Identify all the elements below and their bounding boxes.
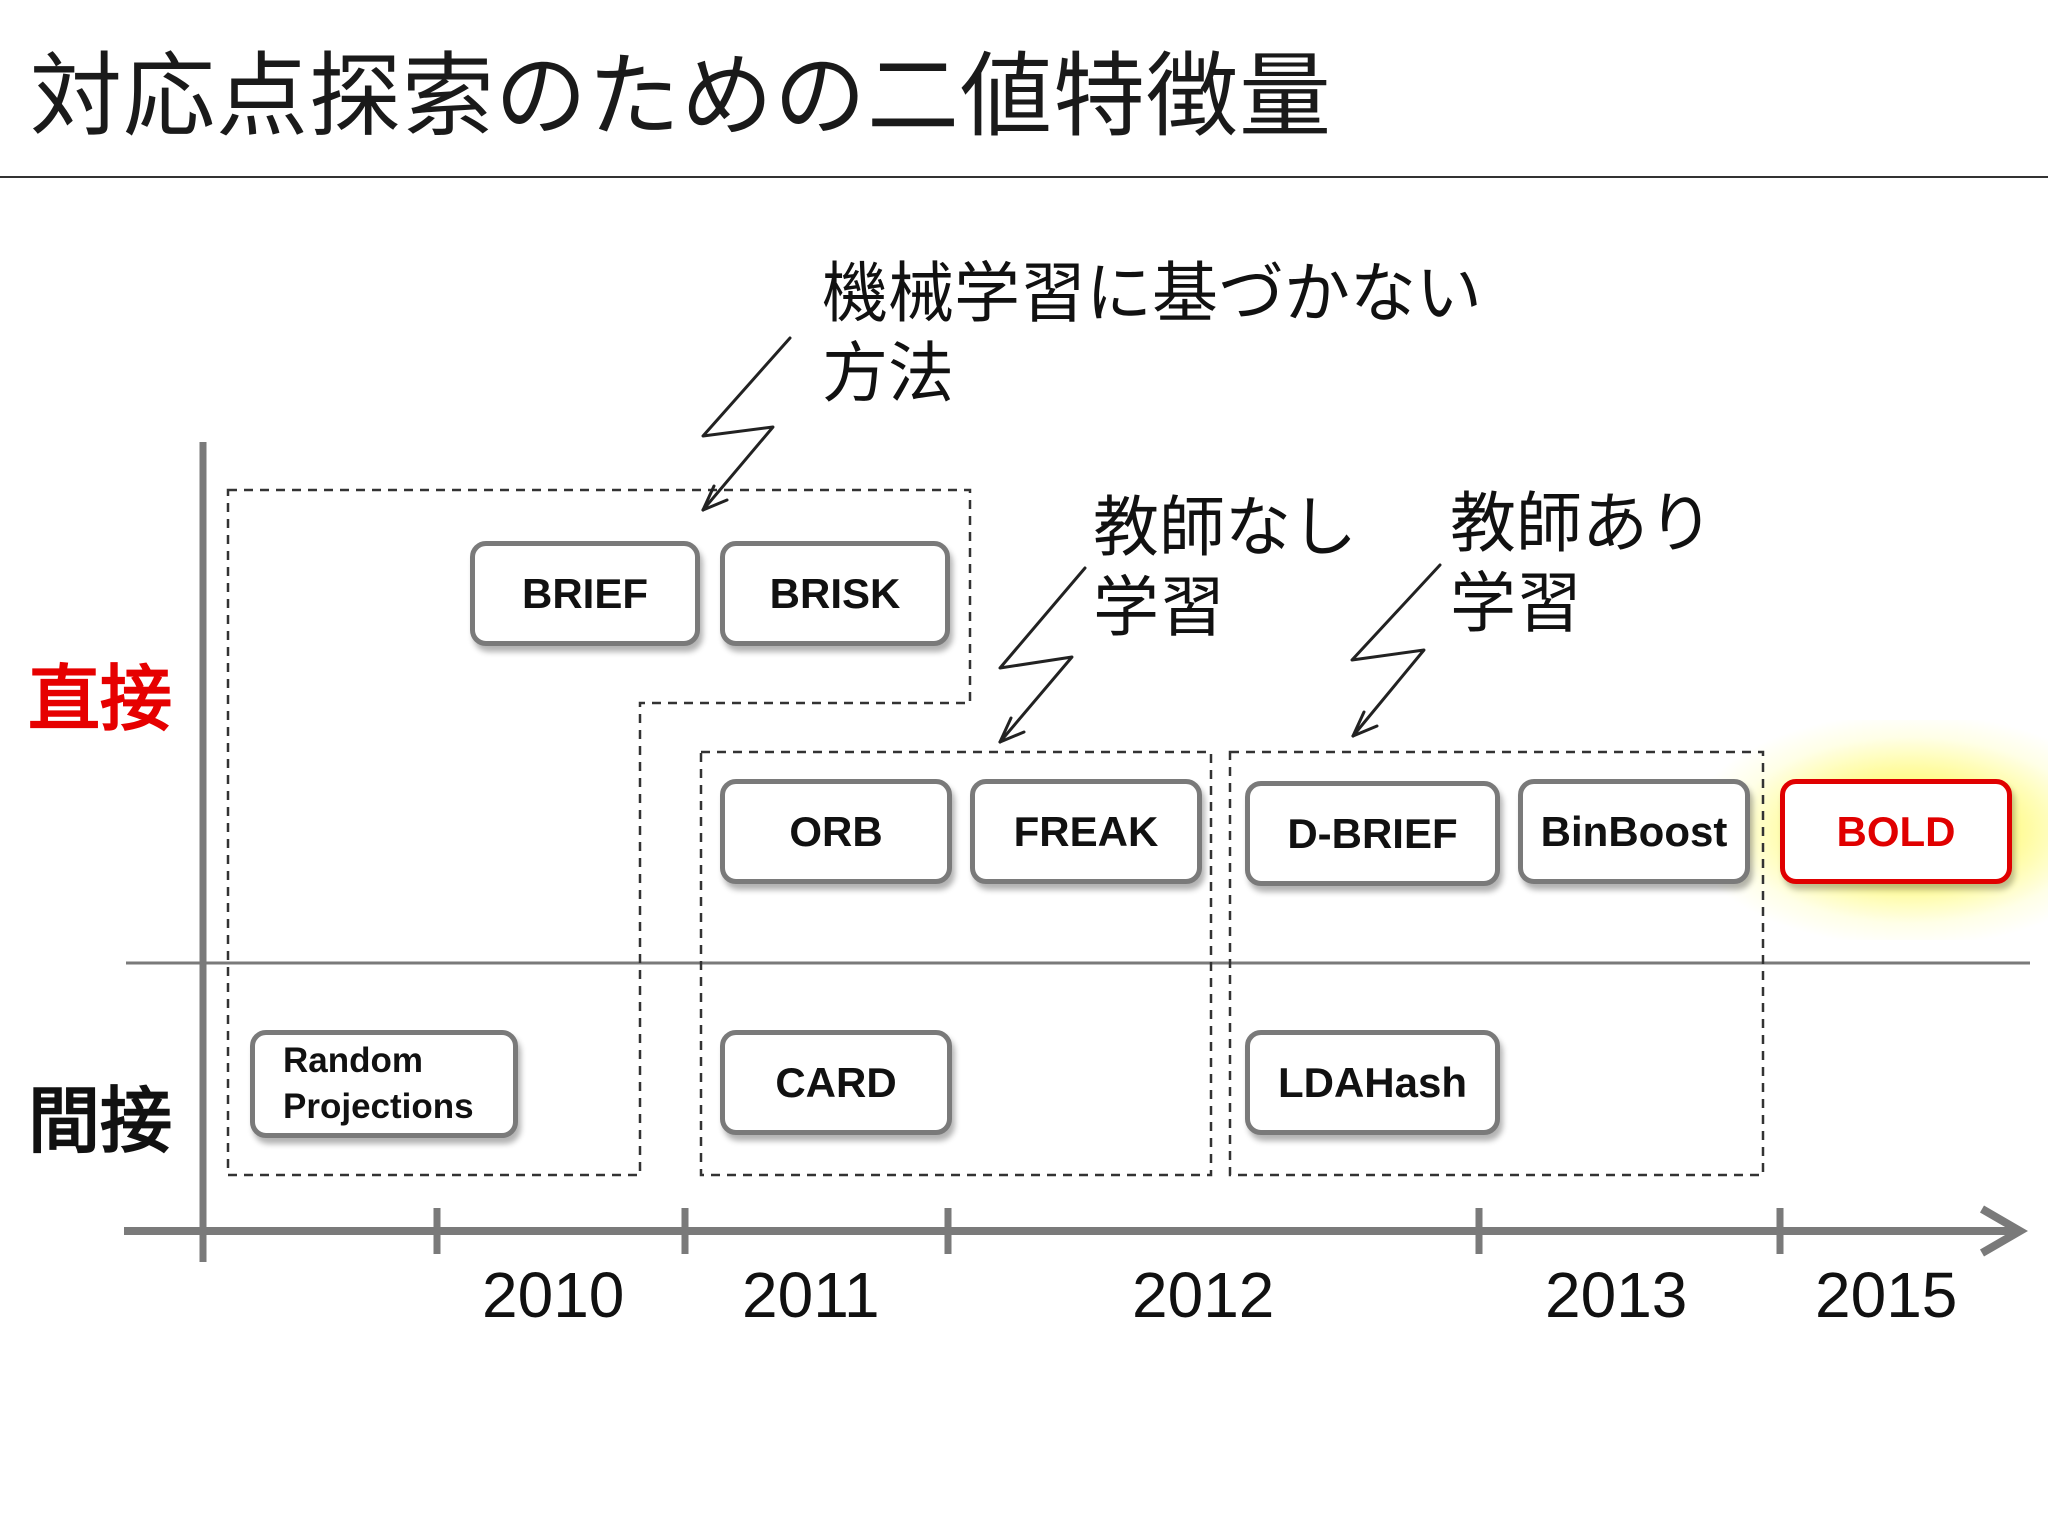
method-random-projections-line2: Projections <box>283 1087 474 1126</box>
method-box-freak: FREAK <box>970 779 1202 884</box>
annotation-non-learning-line1: 機械学習に基づかない <box>822 255 1482 332</box>
annotation-unsupervised-line2: 学習 <box>1093 569 1225 646</box>
supervised-region <box>1228 750 1765 1177</box>
annotation-unsupervised-line1: 教師なし <box>1093 489 1357 566</box>
method-box-random-projections: Random Projections <box>250 1030 518 1138</box>
row-label-indirect: 間接 <box>28 1079 173 1163</box>
row-label-direct: 直接 <box>28 657 173 741</box>
unsupervised-region <box>699 750 1213 1177</box>
year-label-2011: 2011 <box>742 1259 880 1331</box>
method-box-orb: ORB <box>720 779 952 884</box>
year-label-2012: 2012 <box>1132 1259 1275 1331</box>
year-label-2015: 2015 <box>1815 1259 1958 1331</box>
annotation-supervised-line2: 学習 <box>1450 565 1582 642</box>
year-label-2013: 2013 <box>1545 1259 1688 1331</box>
non-learning-region <box>226 488 972 1177</box>
method-box-brief: BRIEF <box>470 541 700 646</box>
title-divider <box>0 176 2048 178</box>
method-box-binboost: BinBoost <box>1518 779 1750 884</box>
annotation-non-learning-line2: 方法 <box>822 335 954 412</box>
time-axis-arrowhead <box>1979 1205 2028 1257</box>
method-box-brisk: BRISK <box>720 541 950 646</box>
year-label-2010: 2010 <box>482 1259 625 1331</box>
method-random-projections-line1: Random <box>283 1041 423 1080</box>
arrow-supervised <box>1350 563 1442 738</box>
annotation-supervised-line1: 教師あり <box>1450 485 1714 562</box>
annotation-non-learning: 機械学習に基づかない 方法 <box>822 254 1482 414</box>
method-box-card: CARD <box>720 1030 952 1135</box>
method-box-dbrief: D-BRIEF <box>1245 781 1500 886</box>
method-box-ldahash: LDAHash <box>1245 1030 1500 1135</box>
method-box-bold: BOLD <box>1780 779 2012 884</box>
annotation-supervised: 教師あり 学習 <box>1450 484 1714 644</box>
slide-title: 対応点探索のための二値特徴量 <box>30 43 1333 150</box>
arrow-non-learning <box>701 336 792 512</box>
arrow-unsupervised <box>998 566 1087 744</box>
annotation-unsupervised: 教師なし 学習 <box>1093 488 1357 648</box>
